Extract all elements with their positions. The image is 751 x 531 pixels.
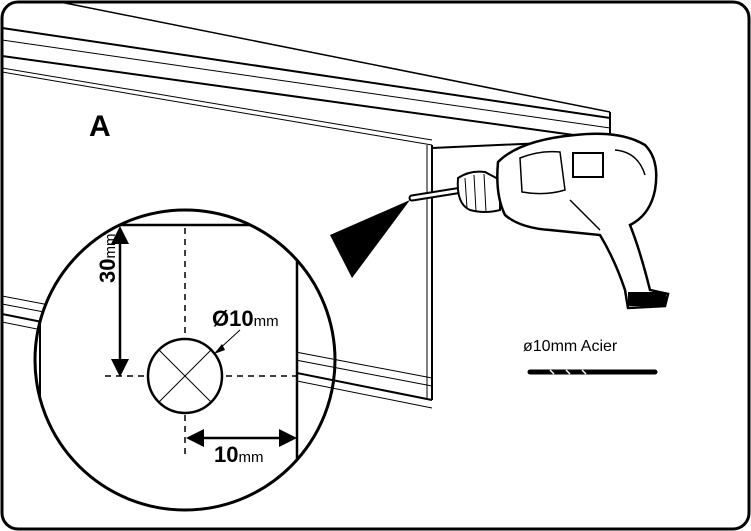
height-value: 30 [95,258,120,283]
panel-label: A [89,110,112,143]
hole-diameter-unit: mm [253,313,279,330]
offset-unit: mm [238,449,264,466]
offset-value: 10 [214,442,239,467]
drill-bit-icon [527,369,658,375]
height-dimension-label: 30mm [95,234,121,283]
drill-bit-label: ø10mm Acier [523,338,618,355]
detail-magnifier [33,208,337,512]
height-unit: mm [102,233,119,259]
offset-dimension-label: 10mm [214,442,263,468]
hole-diameter-value: Ø10 [212,306,254,331]
hole-diameter-label: Ø10mm [212,306,279,332]
magnifier-pointer [330,200,410,278]
drill-icon [408,132,670,310]
